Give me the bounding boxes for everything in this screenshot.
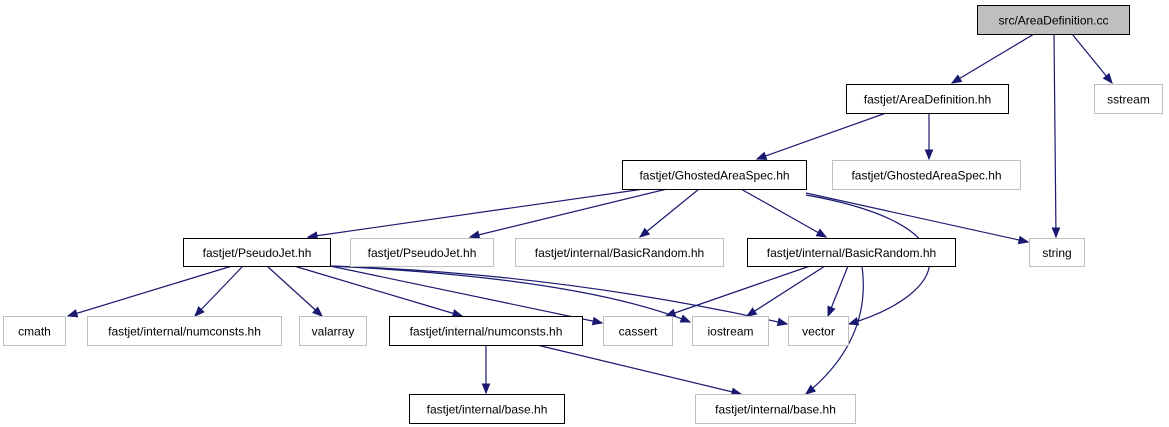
node-src-areadefinition-cc[interactable]: src/AreaDefinition.cc: [977, 5, 1130, 35]
edge-n3-n7: [638, 188, 700, 238]
arrowhead: [194, 306, 205, 317]
arrowhead: [468, 230, 481, 239]
edge-n5-n12: [266, 265, 323, 317]
edge-n13-n17: [481, 345, 491, 395]
arrowhead: [827, 305, 836, 318]
node-label: fastjet/internal/BasicRandom.hh: [767, 246, 936, 260]
node-fastjet-internal-basicrandom-hh: fastjet/internal/BasicRandom.hh: [515, 238, 724, 267]
node-label: valarray: [312, 325, 355, 339]
edge-n5-n16: [329, 265, 789, 327]
node-valarray: valarray: [299, 316, 367, 346]
node-fastjet-pseudojet-hh[interactable]: fastjet/PseudoJet.hh: [183, 238, 331, 267]
edge-n5-n11: [194, 265, 244, 317]
node-iostream: iostream: [692, 316, 769, 346]
node-label: string: [1042, 246, 1071, 260]
edge-layer: [66, 33, 1113, 396]
edge-n1-n4: [924, 113, 934, 161]
node-label: src/AreaDefinition.cc: [998, 14, 1108, 28]
arrowhead: [638, 227, 651, 238]
node-label: cassert: [619, 325, 658, 339]
node-fastjet-ghostedareaspec-hh[interactable]: fastjet/GhostedAreaSpec.hh: [622, 160, 807, 190]
node-label: vector: [802, 325, 835, 339]
node-fastjet-areadefinition-hh[interactable]: fastjet/AreaDefinition.hh: [846, 84, 1009, 114]
node-label: cmath: [18, 325, 51, 339]
edge-n0-n1: [950, 33, 1035, 84]
edge-n8-n14: [664, 265, 811, 317]
node-label: fastjet/GhostedAreaSpec.hh: [639, 169, 789, 183]
edge-n3-n6: [468, 188, 668, 239]
arrowhead: [664, 308, 677, 317]
arrowhead: [1051, 227, 1061, 239]
edge-n0-n2: [1071, 33, 1113, 85]
node-sstream: sstream: [1094, 84, 1163, 114]
arrowhead: [451, 309, 464, 318]
arrowhead: [312, 306, 323, 317]
edge-n8-n16: [827, 265, 849, 318]
node-label: fastjet/internal/base.hh: [427, 403, 548, 417]
edge-n13-n18: [536, 344, 743, 396]
node-fastjet-internal-basicrandom-hh[interactable]: fastjet/internal/BasicRandom.hh: [747, 238, 956, 267]
arrowhead: [1102, 72, 1113, 85]
edge-n0-n9: [1051, 33, 1061, 239]
node-label: fastjet/PseudoJet.hh: [203, 246, 312, 260]
node-fastjet-internal-base-hh: fastjet/internal/base.hh: [695, 394, 856, 424]
edge-n3-n5: [306, 188, 645, 240]
edge-n8-n15: [745, 265, 826, 317]
node-label: fastjet/AreaDefinition.hh: [864, 93, 991, 107]
node-label: fastjet/internal/numconsts.hh: [108, 325, 261, 339]
node-label: fastjet/internal/base.hh: [715, 403, 836, 417]
node-label: fastjet/PseudoJet.hh: [368, 246, 477, 260]
arrowhead: [745, 307, 758, 317]
arrowhead: [815, 228, 828, 238]
edge-n8-n18: [804, 265, 864, 395]
node-vector: vector: [788, 316, 849, 346]
edge-n5-n14: [329, 265, 604, 326]
arrowhead: [591, 316, 604, 326]
arrowhead: [755, 151, 768, 160]
edge-n3-n9: [805, 192, 1030, 245]
arrowhead: [950, 74, 963, 84]
node-label: fastjet/GhostedAreaSpec.hh: [851, 169, 1001, 183]
node-string: string: [1029, 238, 1085, 267]
node-fastjet-internal-numconsts-hh[interactable]: fastjet/internal/numconsts.hh: [389, 316, 583, 346]
arrowhead: [924, 149, 934, 161]
edge-n5-n15: [329, 265, 692, 323]
arrowhead: [481, 383, 491, 395]
node-cmath: cmath: [3, 316, 66, 346]
arrowhead: [679, 314, 692, 323]
node-cassert: cassert: [603, 316, 673, 346]
arrowhead: [804, 384, 817, 395]
node-fastjet-pseudojet-hh: fastjet/PseudoJet.hh: [350, 238, 494, 267]
edge-n3-n8: [740, 188, 828, 238]
node-layer: src/AreaDefinition.cc fastjet/AreaDefinit…: [3, 5, 1163, 424]
arrowhead: [66, 309, 79, 318]
node-fastjet-internal-numconsts-hh: fastjet/internal/numconsts.hh: [87, 316, 282, 346]
node-fastjet-ghostedareaspec-hh: fastjet/GhostedAreaSpec.hh: [832, 160, 1021, 190]
edge-n1-n3: [755, 112, 887, 160]
node-label: fastjet/internal/BasicRandom.hh: [535, 246, 704, 260]
node-label: fastjet/internal/numconsts.hh: [410, 325, 563, 339]
arrowhead: [1017, 235, 1030, 245]
edge-n5-n10: [66, 265, 233, 318]
arrowhead: [776, 317, 789, 327]
node-label: iostream: [707, 325, 753, 339]
node-label: sstream: [1107, 93, 1150, 107]
node-fastjet-internal-base-hh[interactable]: fastjet/internal/base.hh: [409, 394, 565, 424]
